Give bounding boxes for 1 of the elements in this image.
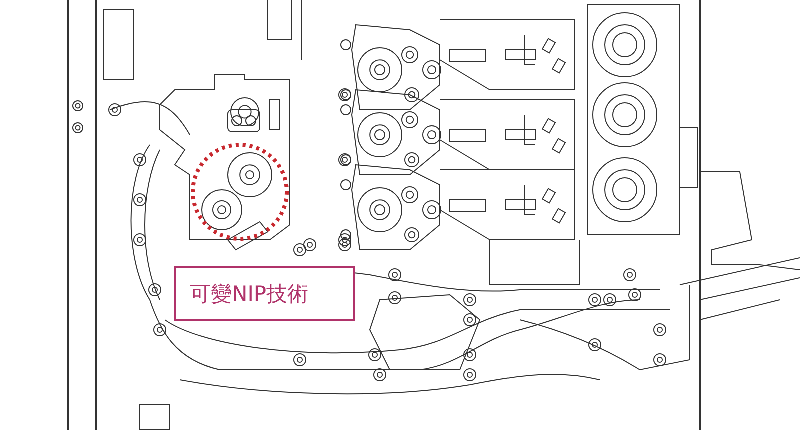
callout-label: 可變NIP技術 [174, 266, 355, 321]
